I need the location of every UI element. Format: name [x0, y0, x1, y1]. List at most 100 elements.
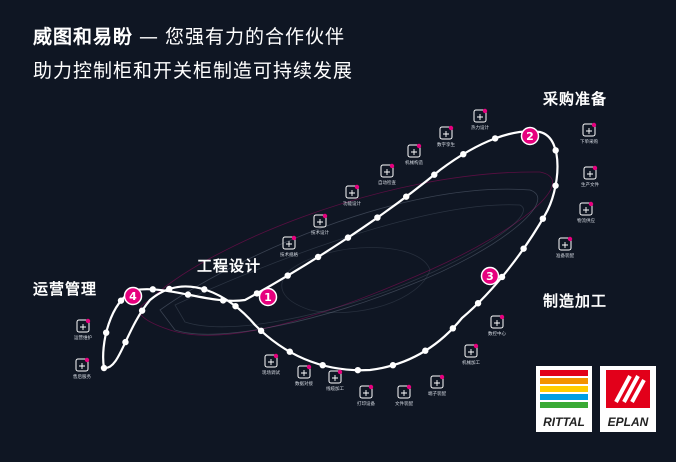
- folder-check-icon: [558, 236, 573, 251]
- track-dot: [253, 290, 261, 297]
- monitor-icon: [583, 165, 598, 180]
- step-label: 打印设备: [357, 402, 375, 407]
- stage-marker-4: 4: [123, 286, 143, 306]
- step-icon-frame: [464, 344, 478, 358]
- step-icon-glyph: [363, 390, 369, 396]
- rittal-logo-text: RITTAL: [543, 415, 585, 429]
- magnify-check-icon: [380, 163, 395, 178]
- brand-name: 威图和易盼: [33, 26, 134, 48]
- eplan-logo-text: EPLAN: [607, 415, 649, 429]
- step-icon-glyph: [477, 114, 483, 120]
- step-icon-frame: [583, 166, 597, 180]
- meter-icon: [264, 353, 279, 368]
- step-icon-accent: [592, 165, 598, 171]
- inner-orbit-4: [281, 247, 431, 313]
- stage-label-operations: 运营管理: [33, 280, 98, 298]
- step-icon-accent: [439, 374, 445, 380]
- step-label: 生产文件: [581, 183, 599, 188]
- stage-marker-number: 3: [486, 270, 494, 283]
- headline: 威图和易盼—您强有力的合作伙伴 助力控制柜和开关柜制造可持续发展: [33, 20, 353, 88]
- track-dot: [117, 297, 125, 304]
- step-icon-glyph: [317, 219, 323, 225]
- step-icon-accent: [354, 184, 360, 190]
- track-dot: [201, 286, 208, 293]
- stage-marker-number: 4: [129, 290, 137, 303]
- step-label: 功能设计: [343, 202, 361, 207]
- gear-chat-icon: [313, 213, 328, 228]
- step-label: 线缆加工: [326, 387, 344, 392]
- step-icon-accent: [499, 314, 505, 320]
- step-label: 运营维护: [74, 336, 92, 341]
- stage-marker-number: 1: [264, 291, 272, 304]
- step-label: 热力设计: [471, 126, 489, 131]
- step-icon-glyph: [434, 380, 440, 386]
- track-dot: [389, 362, 397, 369]
- stage-marker-circle: [480, 266, 500, 286]
- step-icon-accent: [591, 122, 597, 128]
- step-label: 物流供应: [577, 219, 595, 224]
- track-dot: [403, 193, 410, 200]
- gears-icon: [76, 318, 91, 333]
- track-dot: [166, 285, 173, 293]
- step-icon-accent: [306, 364, 312, 370]
- step-label: 自动检查: [378, 181, 396, 186]
- track-dot: [284, 272, 291, 279]
- step-icon-frame: [397, 385, 411, 399]
- track-dot: [552, 182, 559, 189]
- step-icon-frame: [297, 365, 311, 379]
- stage-marker-2: 2: [520, 126, 540, 146]
- slogan: 您强有力的合作伙伴: [165, 26, 346, 48]
- step-icon-frame: [558, 237, 572, 251]
- main-track: [102, 130, 559, 372]
- step-label: 现场调试: [262, 371, 280, 376]
- track-dot: [491, 135, 499, 142]
- step-label: 文件装配: [395, 402, 413, 407]
- stage-label-procurement: 采购准备: [543, 90, 608, 108]
- step-icon-frame: [313, 214, 327, 228]
- step-icon-frame: [579, 202, 593, 216]
- stage-markers: 1 2 3 4: [123, 126, 540, 307]
- track-dot: [354, 366, 362, 374]
- inner-orbit-3: [174, 204, 524, 328]
- package-icon: [579, 201, 594, 216]
- step-icon-frame: [345, 185, 359, 199]
- rittal-logo: RITTAL: [536, 366, 592, 432]
- file-assembly-icon: [397, 384, 412, 399]
- headline-dash: —: [139, 26, 160, 48]
- step-icon-glyph: [286, 241, 292, 247]
- track-dot: [520, 245, 527, 252]
- step-icon-frame: [264, 354, 278, 368]
- headline-subtitle: 助力控制柜和开关柜制造可持续发展: [33, 60, 354, 82]
- stage-marker-3: 3: [480, 266, 500, 286]
- step-label: 下单采购: [580, 140, 598, 145]
- step-icon-accent: [567, 236, 573, 242]
- track-dot: [431, 171, 438, 178]
- step-icon-frame: [75, 358, 89, 372]
- step-icon-accent: [389, 163, 395, 169]
- step-icon-glyph: [80, 324, 86, 330]
- thermometer-icon: [473, 108, 488, 123]
- track-dot: [314, 253, 322, 261]
- eplan-logo: EPLAN: [600, 366, 656, 432]
- step-icon-glyph: [79, 363, 85, 369]
- stage-label-manufacturing: 制造加工: [543, 292, 608, 310]
- track-dot: [149, 286, 156, 293]
- stage-marker-number: 2: [526, 130, 534, 143]
- cart-monitor-icon: [582, 122, 597, 137]
- step-label: 机械构造: [405, 161, 423, 166]
- step-label: 端子装配: [428, 392, 446, 397]
- step-icon-accent: [416, 143, 422, 149]
- step-icon-accent: [85, 318, 91, 324]
- stage-marker-1: 1: [258, 287, 278, 307]
- step-label: 售后服务: [73, 375, 91, 380]
- step-icon-accent: [84, 357, 90, 363]
- track-dot: [100, 364, 108, 372]
- track-dot: [232, 302, 239, 310]
- inner-orbit-1: [139, 171, 553, 336]
- step-icon-accent: [406, 384, 412, 390]
- step-icon-frame: [76, 319, 90, 333]
- step-icon-accent: [482, 108, 488, 114]
- step-icon-glyph: [587, 171, 593, 177]
- track-dot: [498, 273, 506, 281]
